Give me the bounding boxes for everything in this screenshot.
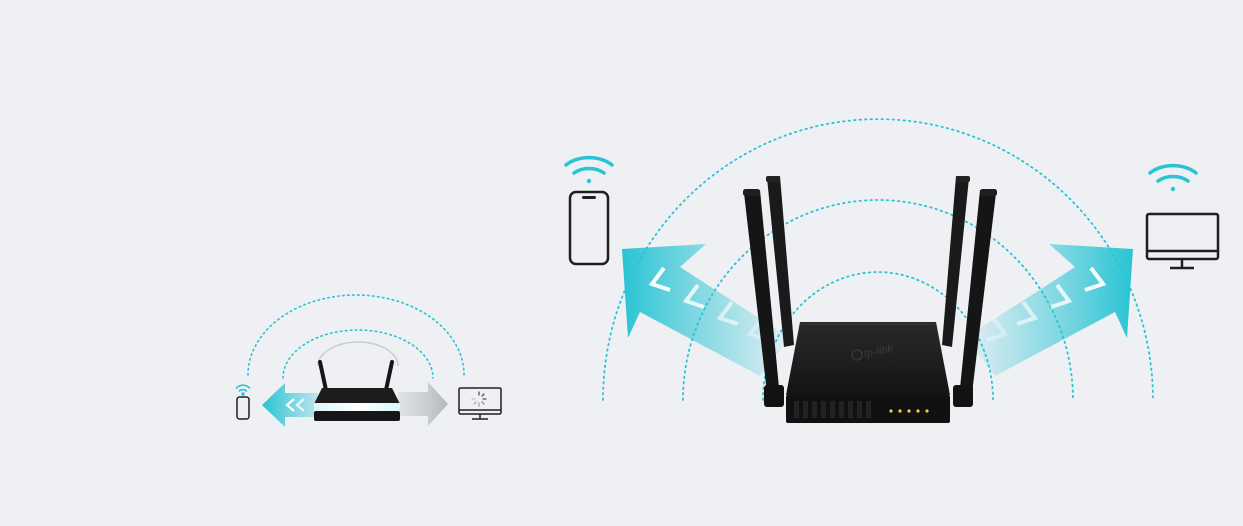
smartphone-icon — [568, 190, 610, 266]
monitor-icon — [1145, 212, 1220, 270]
legacy-coverage-arcs — [247, 294, 465, 379]
signal-beam-left — [622, 244, 790, 376]
router-antenna-front-right — [953, 189, 997, 407]
loading-spinner-icon — [471, 391, 487, 407]
monitor-icon — [458, 387, 502, 420]
smartphone-icon — [236, 396, 250, 420]
wifi-signal-icon — [564, 156, 614, 184]
legacy-cyan-arrow — [262, 383, 318, 427]
router-led — [889, 409, 893, 413]
router-led — [907, 409, 911, 413]
wifi-signal-icon — [235, 384, 251, 396]
router-antenna-back-left — [766, 176, 794, 347]
router-antenna-front-left — [743, 189, 784, 407]
large-monitor-group — [1145, 164, 1220, 270]
small-phone-group — [235, 384, 251, 420]
router: tp-link — [743, 176, 997, 423]
router-status-leds — [889, 409, 929, 413]
router-antenna-back-right — [942, 176, 970, 347]
legacy-inner-grey-arc — [317, 341, 399, 367]
router-vents — [794, 401, 871, 418]
legacy-router-antenna-right — [384, 360, 394, 392]
large-phone-group — [564, 156, 614, 266]
router-top-surface — [786, 322, 950, 395]
legacy-router-antenna-left — [318, 360, 328, 392]
legacy-grey-arrow — [398, 382, 448, 426]
router-led — [925, 409, 929, 413]
legacy-router — [314, 360, 400, 421]
router-led — [916, 409, 920, 413]
router-led — [898, 409, 902, 413]
wifi-signal-icon — [1148, 164, 1198, 192]
small-monitor-group — [458, 387, 502, 420]
signal-beam-right — [965, 244, 1133, 376]
